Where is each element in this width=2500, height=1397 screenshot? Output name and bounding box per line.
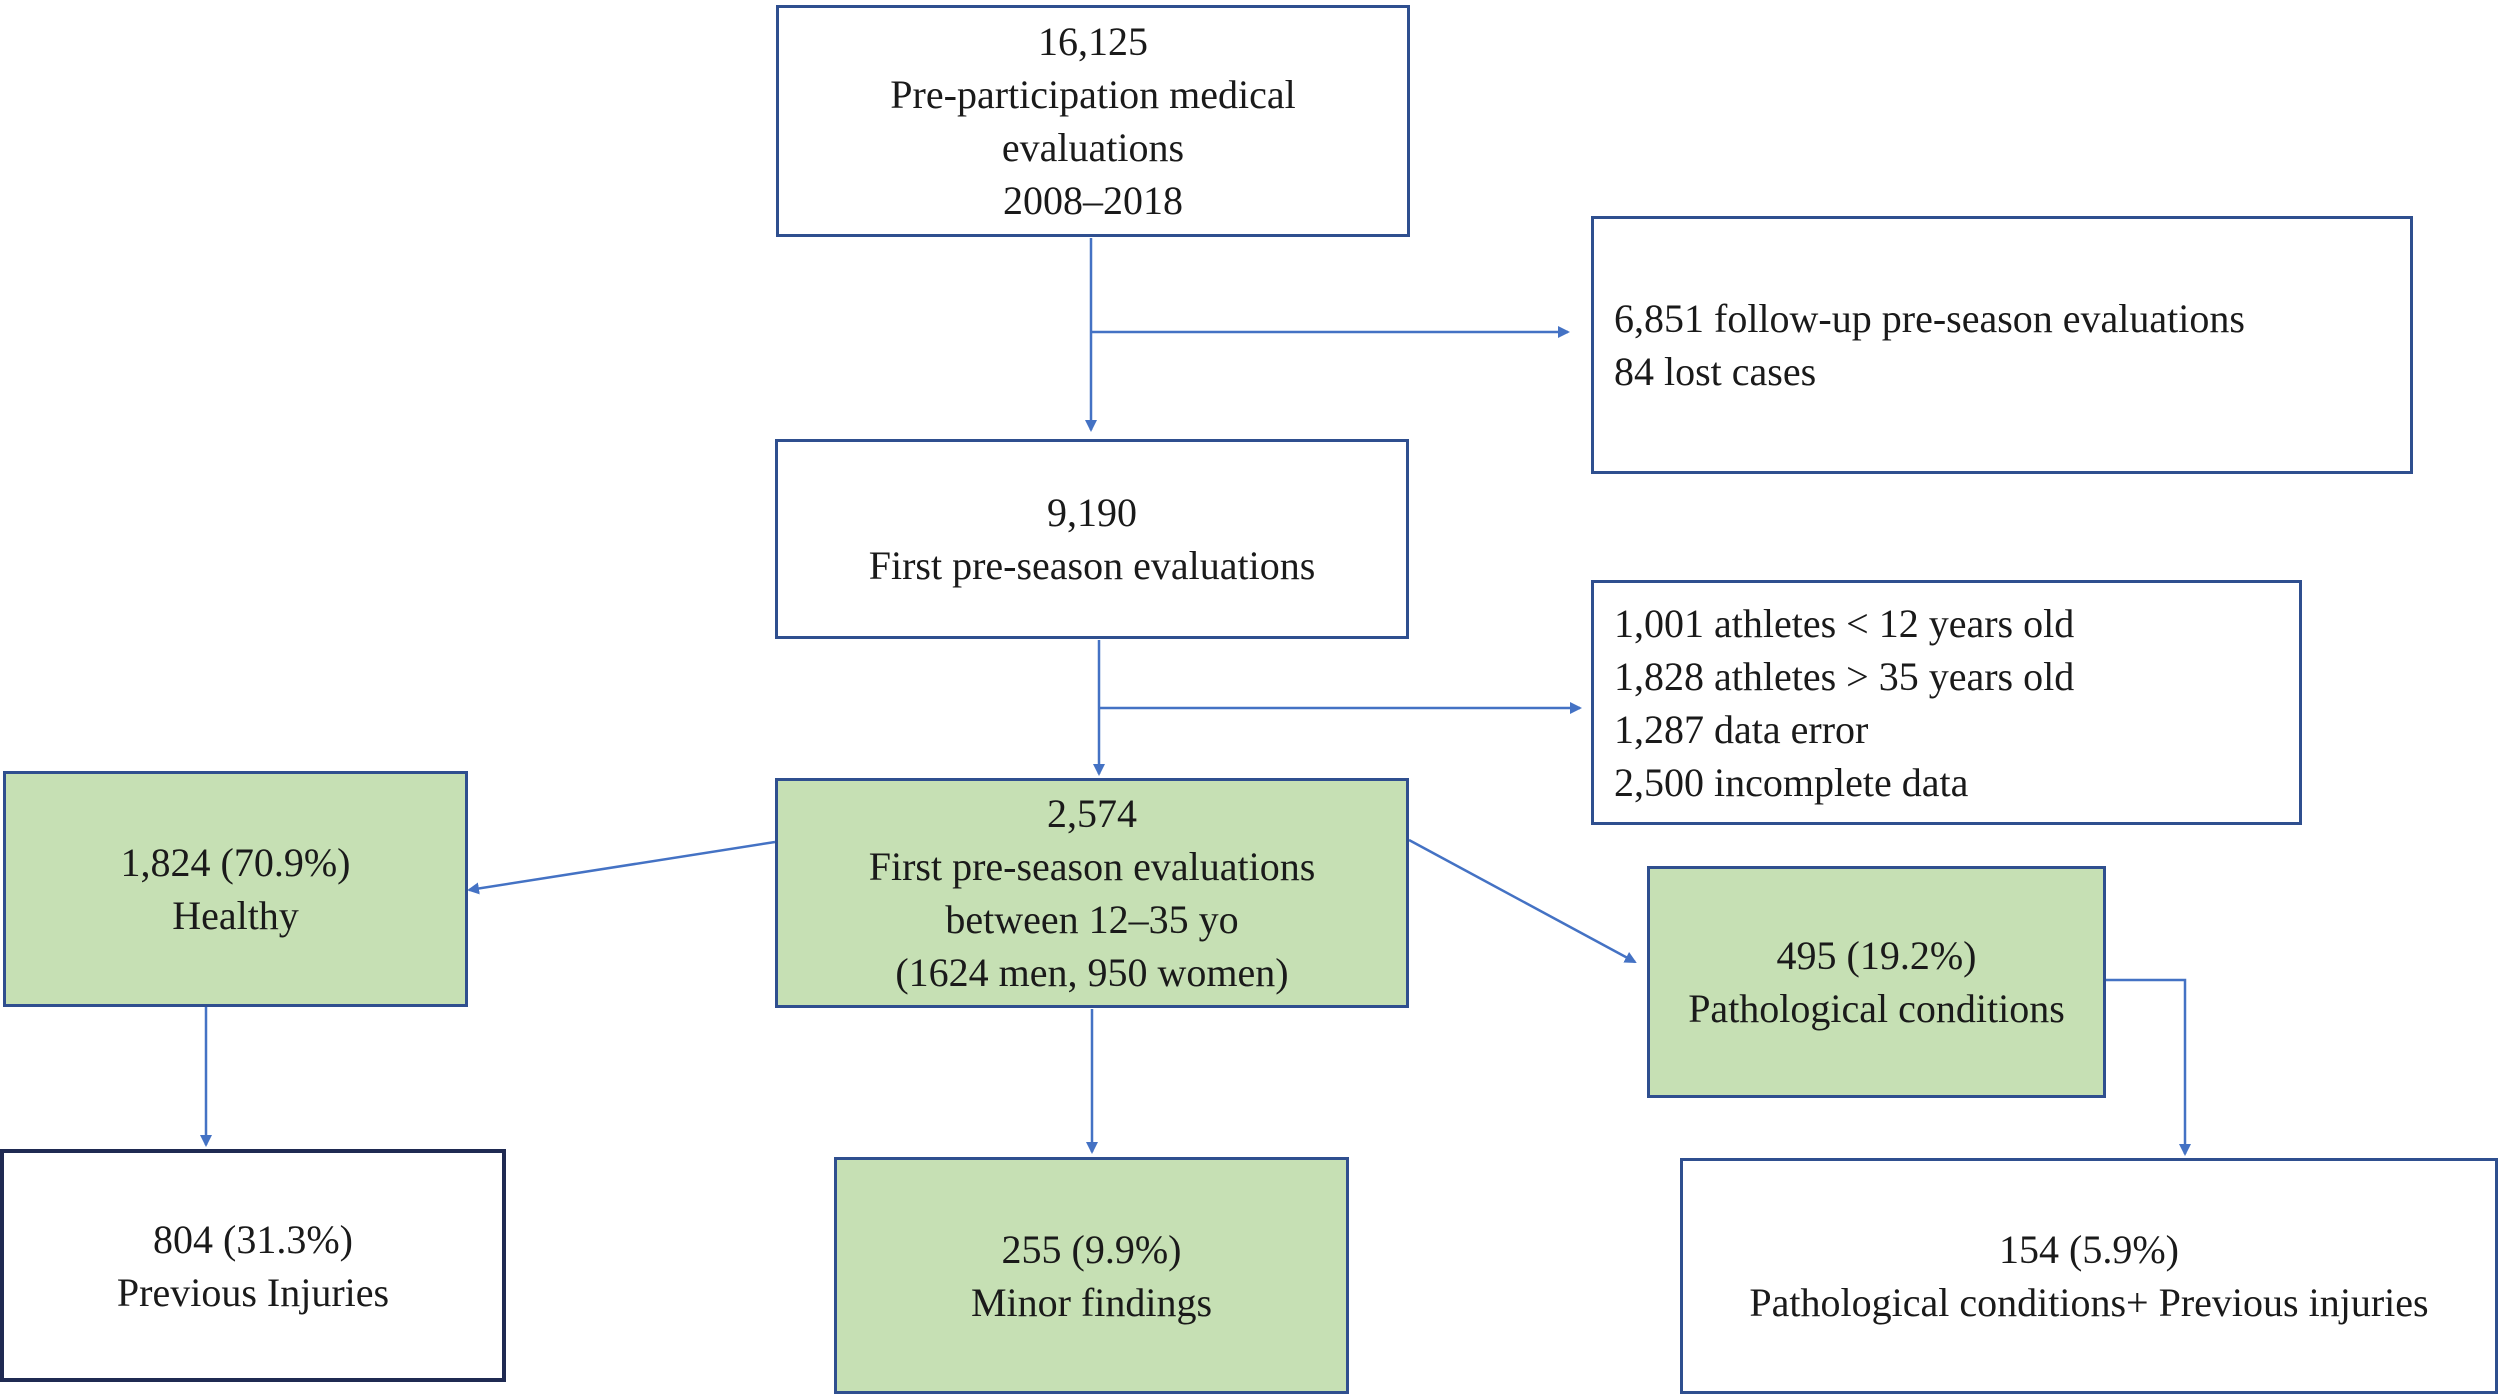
box-previous-injuries: 804 (31.3%) Previous Injuries <box>0 1149 506 1382</box>
exclusion-incomplete: 2,500 incomplete data <box>1614 759 1969 805</box>
minor-findings-count: 255 (9.9%) <box>1001 1226 1182 1272</box>
box-pathological: 495 (19.2%) Pathological conditions <box>1647 866 2106 1098</box>
arrow-to-healthy <box>467 840 776 895</box>
between-count: 2,574 <box>1047 791 1137 836</box>
lost-cases: 84 lost cases <box>1614 349 1817 394</box>
between-label-1: First pre-season evaluations <box>868 844 1316 889</box>
pathological-label: Pathological conditions <box>1688 986 2065 1031</box>
box-between-12-35: 2,574 First pre-season evaluations betwe… <box>775 778 1409 1008</box>
exclusion-over-35: 1,828 athletes > 35 years old <box>1614 653 2075 699</box>
healthy-count: 1,824 (70.9%) <box>120 840 351 885</box>
box-pre-participation: 16,125 Pre-participation medical evaluat… <box>776 5 1410 237</box>
follow-up-evaluations: 6,851 follow-up pre-season evaluations <box>1614 296 2245 341</box>
pre-participation-count: 16,125 <box>1038 19 1148 64</box>
minor-findings-label: Minor findings <box>970 1279 1213 1325</box>
previous-injuries-count: 804 (31.3%) <box>153 1216 353 1262</box>
box-follow-up: 6,851 follow-up pre-season evaluations 8… <box>1591 216 2413 474</box>
first-pre-season-count: 9,190 <box>1047 490 1137 535</box>
previous-injuries-label: Previous Injuries <box>116 1269 390 1315</box>
between-sex-split: (1624 men, 950 women) <box>895 950 1289 995</box>
healthy-label: Healthy <box>172 893 299 938</box>
exclusion-data-error: 1,287 data error <box>1614 706 1869 752</box>
box-minor-findings: 255 (9.9%) Minor findings <box>834 1157 1349 1394</box>
combined-label: Pathological conditions+ Previous injuri… <box>1749 1280 2429 1325</box>
exclusion-under-12: 1,001 athletes < 12 years old <box>1614 600 2075 646</box>
box-exclusions: 1,001 athletes < 12 years old 1,828 athl… <box>1591 580 2302 825</box>
box-healthy: 1,824 (70.9%) Healthy <box>3 771 468 1007</box>
combined-count: 154 (5.9%) <box>1999 1227 2179 1272</box>
arrow-pathological-to-combined <box>2106 978 2191 1156</box>
pathological-count: 495 (19.2%) <box>1776 933 1977 978</box>
first-pre-season-label: First pre-season evaluations <box>868 543 1316 588</box>
pre-participation-years: 2008–2018 <box>1003 178 1183 223</box>
box-pathological-plus-injuries: 154 (5.9%) Pathological conditions+ Prev… <box>1680 1158 2498 1394</box>
box-first-pre-season: 9,190 First pre-season evaluations <box>775 439 1409 639</box>
pre-participation-label-1: Pre-participation medical <box>890 72 1296 117</box>
between-label-2: between 12–35 yo <box>945 897 1239 942</box>
pre-participation-label-2: evaluations <box>1001 125 1185 170</box>
arrow-to-pathological <box>1408 838 1637 964</box>
